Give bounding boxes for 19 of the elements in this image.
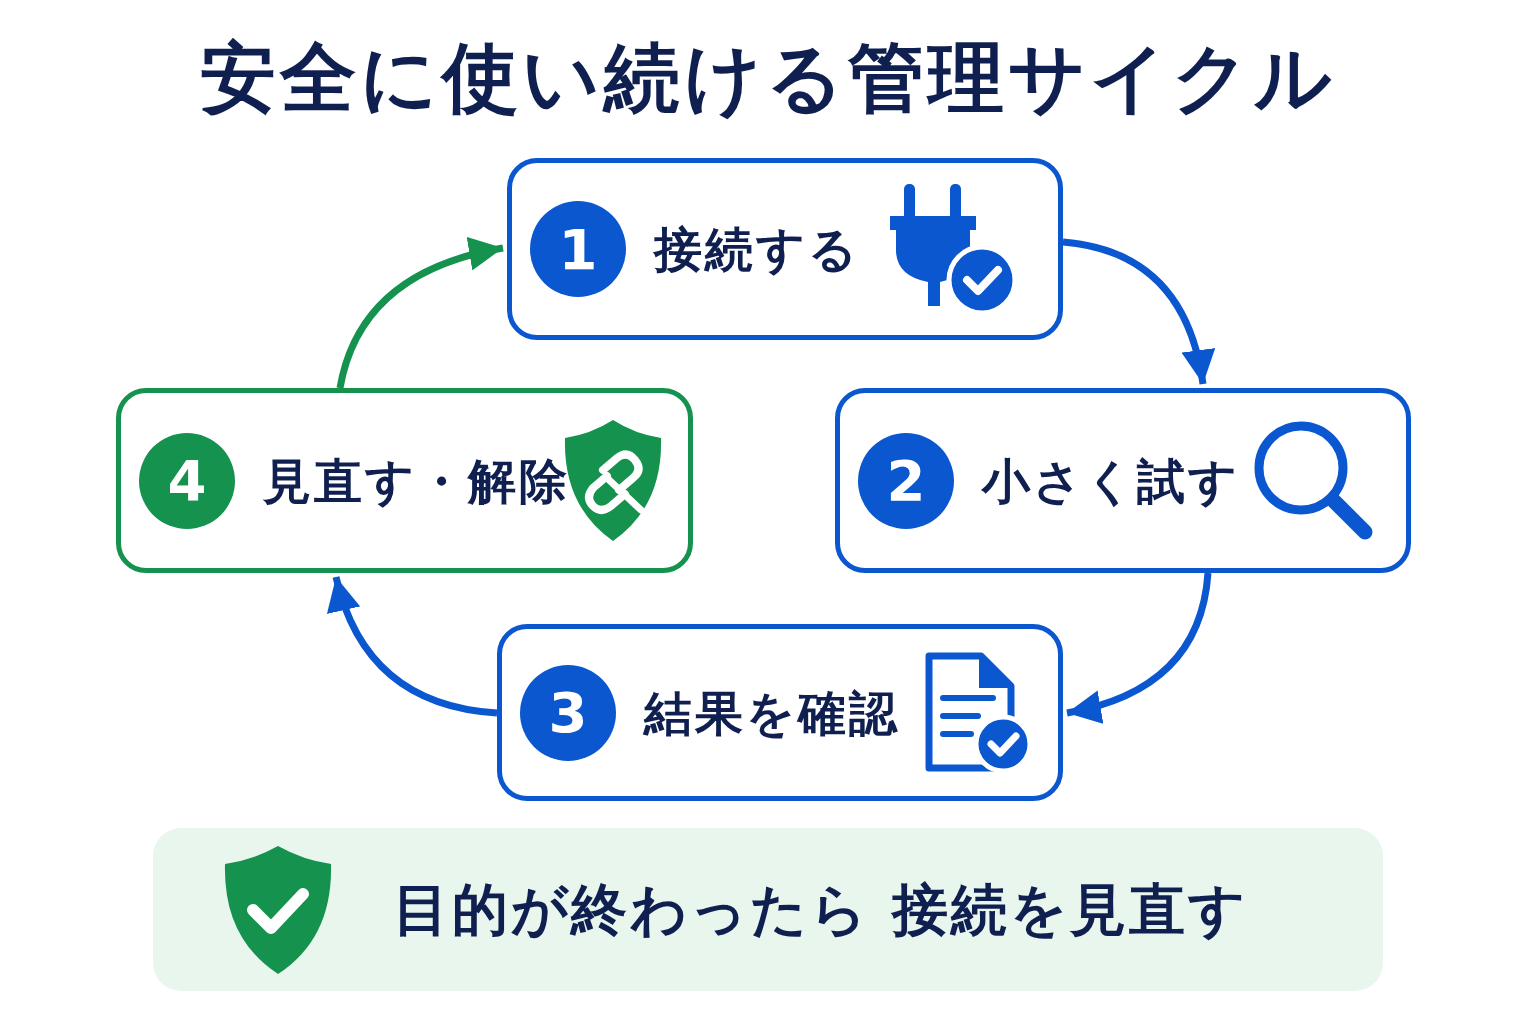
step-label: 接続する — [654, 220, 860, 279]
step-box — [497, 624, 1063, 801]
step-label: 結果を確認 — [644, 683, 900, 743]
step-number: 2 — [858, 432, 954, 529]
step-number: 4 — [139, 432, 235, 529]
step-box — [116, 388, 693, 573]
step-label: 見直す・解除 — [263, 451, 570, 511]
step-label: 小さく試す — [982, 451, 1240, 511]
note-banner — [153, 828, 1383, 991]
step-box — [507, 158, 1063, 340]
cycle-arrow — [1062, 238, 1214, 385]
cycle-arrow — [328, 576, 498, 717]
step-number: 3 — [520, 664, 616, 761]
title: 安全に使い続ける管理サイクル — [199, 32, 1337, 124]
step-number: 1 — [530, 201, 626, 297]
cycle-arrow — [336, 238, 504, 389]
note-text: 目的が終わったら 接続を見直す — [393, 879, 1249, 940]
cycle-arrow — [1066, 572, 1212, 723]
step-box — [835, 388, 1411, 573]
